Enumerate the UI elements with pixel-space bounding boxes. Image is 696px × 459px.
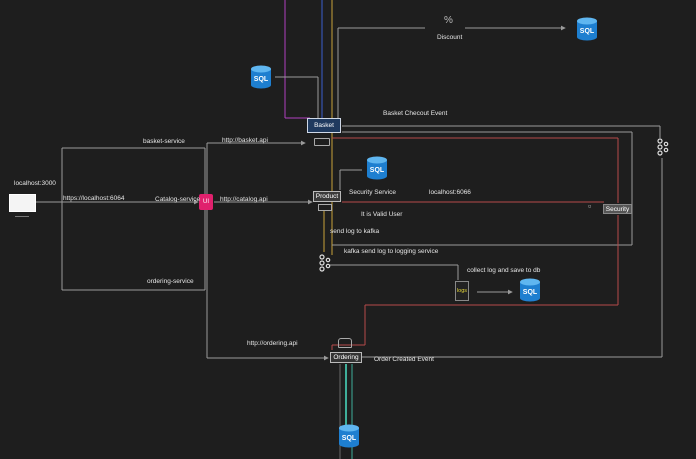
security-service-label: Security Service: [349, 189, 396, 196]
basket-db-icon: [314, 138, 330, 146]
catalog-api-label: http://catalog.api: [220, 196, 268, 203]
gateway-port-label: https://localhost:6064: [63, 195, 125, 202]
ordering-api-label: http://ordering.api: [247, 340, 298, 347]
kafka-logging-icon: [319, 254, 331, 272]
ordering-service-label: ordering-service: [147, 278, 194, 285]
client-browser-box[interactable]: [9, 194, 36, 212]
percent-icon: %: [444, 15, 453, 26]
basket-api-label: http://basket.api: [222, 137, 268, 144]
ordering-db-icon: [338, 338, 352, 348]
lock-icon: ▫: [588, 201, 592, 211]
basket-checkout-event-label: Basket Checout Event: [383, 110, 448, 117]
sql-product-icon: SQL: [366, 156, 388, 180]
kafka-send-label: kafka send log to logging service: [344, 248, 439, 255]
sql-basket-icon: SQL: [250, 65, 272, 89]
sql-logs-icon: SQL: [519, 278, 541, 302]
valid-user-label: It is Valid User: [361, 211, 403, 218]
client-label: localhost:3000: [14, 180, 56, 187]
product-service-box[interactable]: Product: [313, 191, 341, 202]
basket-service-label: basket-service: [143, 138, 185, 145]
discount-label: Discount: [437, 34, 463, 41]
basket-service-box[interactable]: Basket: [307, 118, 341, 133]
sql-discount-icon: SQL: [576, 17, 598, 41]
ordering-service-box[interactable]: Ordering: [330, 352, 362, 363]
order-created-event-label: Order Created Event: [374, 356, 434, 363]
logs-service-box[interactable]: logs: [455, 281, 469, 301]
catalog-service-label: Catalog-service: [155, 196, 201, 203]
security-port-label: localhost:6066: [429, 189, 471, 196]
product-db-icon: [318, 204, 332, 211]
api-gateway-icon[interactable]: UI: [199, 194, 213, 210]
collect-log-label: collect log and save to db: [467, 267, 541, 274]
security-service-box[interactable]: Security: [603, 204, 632, 214]
kafka-broker-icon: [657, 138, 669, 156]
sql-ordering-icon: SQL: [338, 424, 360, 448]
client-underline: [15, 216, 29, 217]
send-log-label: send log to kafka: [330, 228, 380, 235]
